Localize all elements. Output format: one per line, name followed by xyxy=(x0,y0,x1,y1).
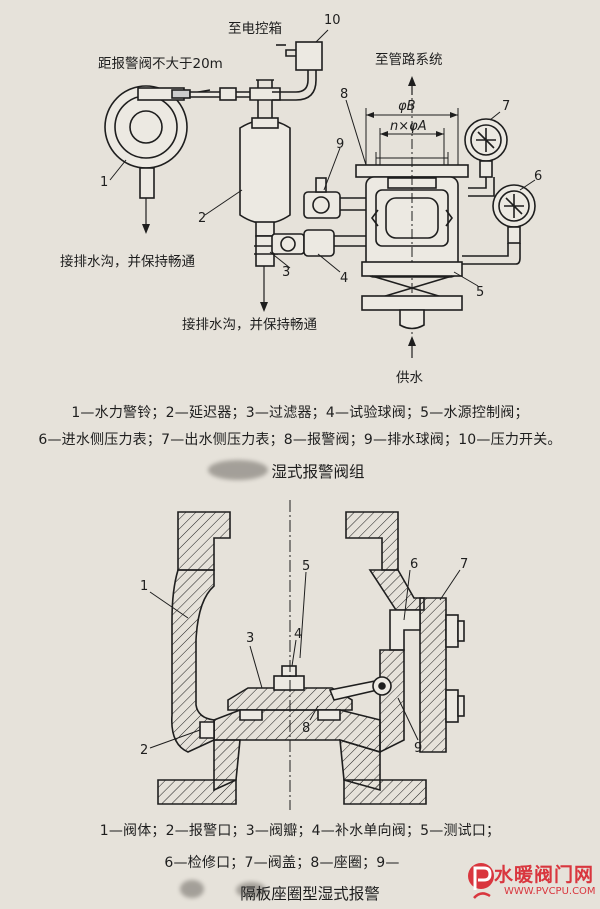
callout-b-2: 2 xyxy=(140,743,148,758)
callout-5: 5 xyxy=(476,285,484,300)
site-watermark: 水暖阀门网 WWW.PVCPU.COM xyxy=(468,858,598,906)
ink-smudge-3 xyxy=(236,882,266,898)
label-to-pipe-system: 至管路系统 xyxy=(375,52,443,68)
callout-8: 8 xyxy=(340,87,348,102)
callout-6: 6 xyxy=(534,169,542,184)
callout-b-4: 4 xyxy=(294,627,302,642)
callout-3: 3 xyxy=(282,265,290,280)
callout-b-5: 5 xyxy=(302,559,310,574)
callout-1: 1 xyxy=(100,175,108,190)
callout-9: 9 xyxy=(336,137,344,152)
callout-b-6: 6 xyxy=(410,557,418,572)
callout-4: 4 xyxy=(340,271,348,286)
water-source-control-valve xyxy=(361,261,463,330)
callout-b-1: 1 xyxy=(140,579,148,594)
diaphragm-seat-wet-alarm-valve-diagram: 1 2 3 4 5 6 7 8 9 xyxy=(140,500,468,810)
drain-ball-valve xyxy=(303,177,366,219)
pressure-switch xyxy=(276,41,323,71)
retard-chamber xyxy=(239,117,291,237)
test-ball-valve xyxy=(303,229,372,257)
legend-bottom-line-2: 6—检修口；7—阀盖；8—座圈；9— xyxy=(164,855,400,871)
label-to-control-box: 至电控箱 xyxy=(228,21,282,37)
label-drain-left: 接排水沟，并保持畅通 xyxy=(60,253,195,270)
callout-b-3: 3 xyxy=(246,631,254,646)
callout-7: 7 xyxy=(502,99,510,114)
callout-2: 2 xyxy=(198,211,206,226)
callout-b-7: 7 xyxy=(460,557,468,572)
water-motor-alarm-bell xyxy=(104,85,211,199)
watermark-url[interactable]: WWW.PVCPU.COM xyxy=(504,886,596,897)
wet-alarm-valve-assembly-diagram: 至电控箱 距报警阀不大于20m 至管路系统 φB n×φA 接排水沟，并保持畅通… xyxy=(60,13,542,386)
callout-b-8: 8 xyxy=(302,721,310,736)
site-logo-icon xyxy=(468,863,494,899)
ink-smudge-2 xyxy=(180,880,204,898)
callout-10: 10 xyxy=(324,13,341,28)
label-phi-b: φB xyxy=(398,99,416,114)
outlet-pressure-gauge xyxy=(464,118,508,197)
legend-bottom-line-1: 1—阀体；2—报警口；3—阀瓣；4—补水单向阀；5—测试口； xyxy=(99,823,501,839)
watermark-site-name: 水暖阀门网 xyxy=(494,864,595,886)
legend-top-line-2: 6—进水侧压力表；7—出水侧压力表；8—报警阀；9—排水球阀；10—压力开关。 xyxy=(38,432,562,448)
label-n-phi-a: n×φA xyxy=(390,119,427,134)
inlet-pressure-gauge xyxy=(462,184,536,265)
label-water-supply: 供水 xyxy=(396,370,423,386)
label-distance-note: 距报警阀不大于20m xyxy=(98,56,223,72)
ink-smudge-1 xyxy=(208,460,268,480)
callout-b-9: 9 xyxy=(414,741,422,756)
legend-top-line-1: 1—水力警铃；2—延迟器；3—过滤器；4—试验球阀；5—水源控制阀； xyxy=(71,405,529,421)
figure-title-top: 湿式报警阀组 xyxy=(271,463,365,481)
strainer xyxy=(254,233,305,267)
figure-title-bottom: 隔板座圈型湿式报警 xyxy=(240,885,380,903)
label-drain-center: 接排水沟，并保持畅通 xyxy=(182,316,317,333)
